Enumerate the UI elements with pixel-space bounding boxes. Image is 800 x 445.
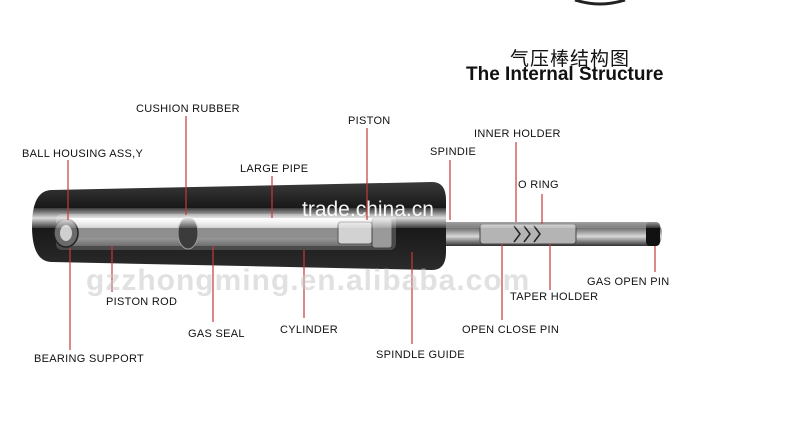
o-ring-group xyxy=(513,225,541,243)
label-spindle-guide: SPINDLE GUIDE xyxy=(376,349,465,361)
title-english: The Internal Structure xyxy=(466,64,664,85)
label-spindie: SPINDIE xyxy=(430,146,477,158)
label-inner-holder: INNER HOLDER xyxy=(474,128,561,140)
label-o-ring: O RING xyxy=(518,179,559,191)
label-taper-holder: TAPER HOLDER xyxy=(510,291,599,303)
top-arc-decoration xyxy=(574,0,626,6)
inner-piston-rod xyxy=(70,228,360,238)
label-ball-housing: BALL HOUSING ASS,Y xyxy=(22,148,144,160)
label-open-close-pin: OPEN CLOSE PIN xyxy=(462,324,560,336)
label-gas-open-pin: GAS OPEN PIN xyxy=(587,276,670,288)
watermark-trade-china: trade.china.cn xyxy=(302,198,434,221)
leader-lines xyxy=(67,116,656,350)
label-bearing-support: BEARING SUPPORT xyxy=(34,353,145,365)
label-piston-rod: PISTON ROD xyxy=(106,296,178,308)
ball-housing-inner xyxy=(60,225,72,241)
label-gas-seal: GAS SEAL xyxy=(188,328,245,340)
label-large-pipe: LARGE PIPE xyxy=(240,163,309,175)
label-piston: PISTON xyxy=(348,115,391,127)
label-cushion-rubber: CUSHION RUBBER xyxy=(136,103,240,115)
watermark-band xyxy=(30,208,670,228)
title-chinese: 气压棒结构图 xyxy=(510,48,631,70)
label-cylinder: CYLINDER xyxy=(280,324,339,336)
watermark-alibaba: gzzhongming.en.alibaba.com xyxy=(86,264,531,297)
